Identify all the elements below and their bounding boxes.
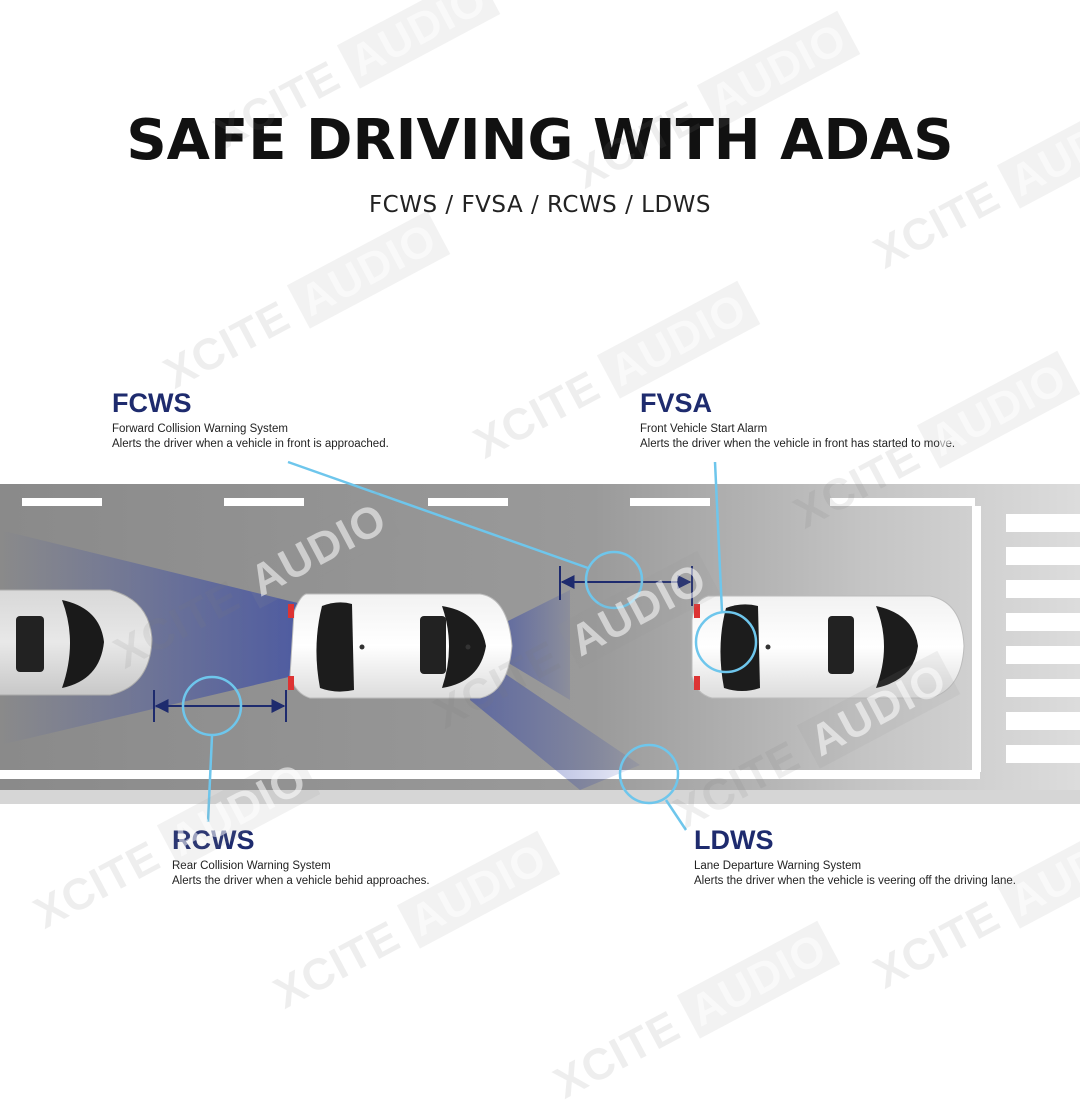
ldws-callout-circle [618,743,680,805]
front-car [691,595,965,699]
adas-diagram [0,460,1080,831]
fcws-code: FCWS [112,388,192,418]
page-subtitle: FCWS / FVSA / RCWS / LDWS [368,192,712,218]
rcws-name: Rear Collision Warning System [172,860,331,872]
ldws-code: LDWS [694,825,774,855]
rcws-callout-circle [181,675,243,737]
lane-solid-line [0,770,980,779]
fvsa-label: FVSA Front Vehicle Start Alarm Alerts th… [640,388,1060,452]
page-title: SAFE DRIVING WITH ADAS [126,108,954,173]
fcws-callout-circle [584,550,644,610]
fvsa-callout-line [713,461,724,613]
fvsa-desc: Alerts the driver when the vehicle in fr… [640,438,956,450]
fcws-callout-line [287,460,589,570]
rear-car [0,589,153,696]
rcws-label: RCWS Rear Collision Warning System Alert… [172,825,552,889]
rcws-code: RCWS [172,825,255,855]
rcws-desc: Alerts the driver when a vehicle behid a… [172,875,430,887]
fcws-label: FCWS Forward Collision Warning System Al… [112,388,492,452]
stop-line [972,506,981,772]
fvsa-code: FVSA [640,388,713,418]
fvsa-callout-circle [694,610,758,674]
ldws-desc: Alerts the driver when the vehicle is ve… [694,875,1016,887]
fcws-name: Forward Collision Warning System [112,423,288,435]
lane-dashes [22,498,975,506]
ldws-callout-line [664,799,688,831]
fcws-desc: Alerts the driver when a vehicle in fron… [112,438,389,450]
ego-car [288,593,513,699]
lane-camera-beam [470,650,640,790]
fvsa-name: Front Vehicle Start Alarm [640,423,768,435]
front-camera-beam [470,590,570,700]
crosswalk [1006,514,1080,763]
ldws-name: Lane Departure Warning System [694,860,862,872]
rcws-callout-line [206,735,214,823]
ldws-label: LDWS Lane Departure Warning System Alert… [694,825,1074,889]
